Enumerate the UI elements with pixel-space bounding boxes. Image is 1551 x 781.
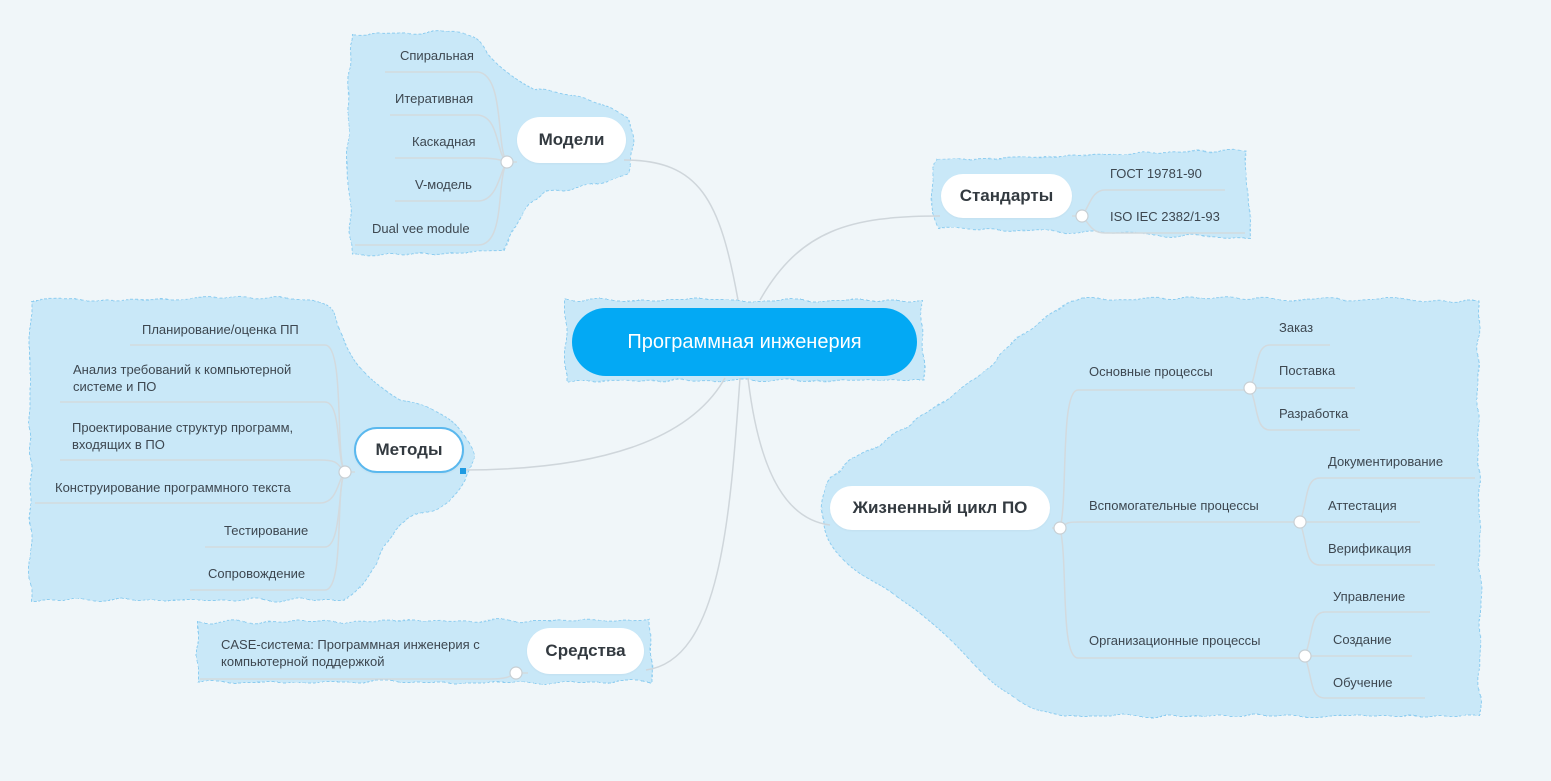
methods-item[interactable]: Планирование/оценка ПП <box>142 322 299 337</box>
subtopic-org-processes[interactable]: Организационные процессы <box>1089 633 1261 648</box>
tools-collapse-handle <box>509 666 523 680</box>
topic-tools[interactable]: Средства <box>527 628 644 674</box>
lifecycle-collapse-handle <box>1053 521 1067 535</box>
central-topic[interactable]: Программная инженерия <box>572 308 917 376</box>
models-item[interactable]: V-модель <box>415 177 472 192</box>
methods-item[interactable]: Анализ требований к компьютерной системе… <box>73 362 292 394</box>
topic-lifecycle[interactable]: Жизненный цикл ПО <box>830 486 1050 530</box>
models-cloud <box>347 31 635 255</box>
connector-central-lifecycle <box>747 377 831 526</box>
methods-item[interactable]: Проектирование структур программ, входящ… <box>72 420 294 452</box>
lifecycle-item[interactable]: Верификация <box>1328 541 1412 556</box>
connector-central-methods <box>461 377 726 471</box>
subtopic-main-processes[interactable]: Основные процессы <box>1089 364 1213 379</box>
standards-collapse-handle <box>1075 209 1089 223</box>
methods-item[interactable]: Тестирование <box>224 523 309 538</box>
topic-tools-label: Средства <box>545 641 626 660</box>
connector-central-standards <box>759 215 941 301</box>
org-processes-collapse-handle <box>1298 649 1312 663</box>
models-item[interactable]: Спиральная <box>400 48 474 63</box>
connector-central-tools <box>645 377 741 671</box>
models-item[interactable]: Каскадная <box>412 134 476 149</box>
methods-cloud <box>29 297 475 601</box>
lifecycle-item[interactable]: Управление <box>1333 589 1406 604</box>
lifecycle-item[interactable]: Документирование <box>1328 454 1444 469</box>
methods-item[interactable]: Сопровождение <box>208 566 306 581</box>
lifecycle-item[interactable]: Создание <box>1333 632 1392 647</box>
main-processes-collapse-handle <box>1243 381 1257 395</box>
tools-item[interactable]: CASE-система: Программная инженерия с ко… <box>221 637 480 669</box>
connector-central-models <box>623 159 739 301</box>
support-processes-collapse-handle <box>1293 515 1307 529</box>
topic-methods-label: Методы <box>375 440 443 459</box>
lifecycle-cloud <box>821 297 1481 717</box>
topic-standards-label: Стандарты <box>959 186 1054 205</box>
models-collapse-handle <box>500 155 514 169</box>
standards-item[interactable]: ISO IEC 2382/1-93 <box>1110 209 1220 224</box>
models-item[interactable]: Dual vee module <box>372 221 470 236</box>
topic-standards[interactable]: Стандарты <box>941 174 1072 218</box>
methods-item[interactable]: Конструирование программного текста <box>55 480 291 495</box>
topic-models-label: Модели <box>538 130 605 149</box>
lifecycle-item[interactable]: Заказ <box>1279 320 1314 335</box>
subtopic-support-processes[interactable]: Вспомогательные процессы <box>1089 498 1259 513</box>
lifecycle-item[interactable]: Аттестация <box>1328 498 1397 513</box>
standards-item[interactable]: ГОСТ 19781-90 <box>1110 166 1202 181</box>
lifecycle-item[interactable]: Поставка <box>1279 363 1336 378</box>
lifecycle-item[interactable]: Обучение <box>1333 675 1393 690</box>
selection-resize-handle[interactable] <box>460 468 466 474</box>
models-item[interactable]: Итеративная <box>395 91 474 106</box>
topic-methods[interactable]: Методы <box>354 427 464 473</box>
topic-lifecycle-label: Жизненный цикл ПО <box>852 498 1028 517</box>
lifecycle-item[interactable]: Разработка <box>1279 406 1349 421</box>
topic-models[interactable]: Модели <box>517 117 626 163</box>
central-topic-label: Программная инженерия <box>627 330 862 353</box>
methods-collapse-handle <box>338 465 352 479</box>
